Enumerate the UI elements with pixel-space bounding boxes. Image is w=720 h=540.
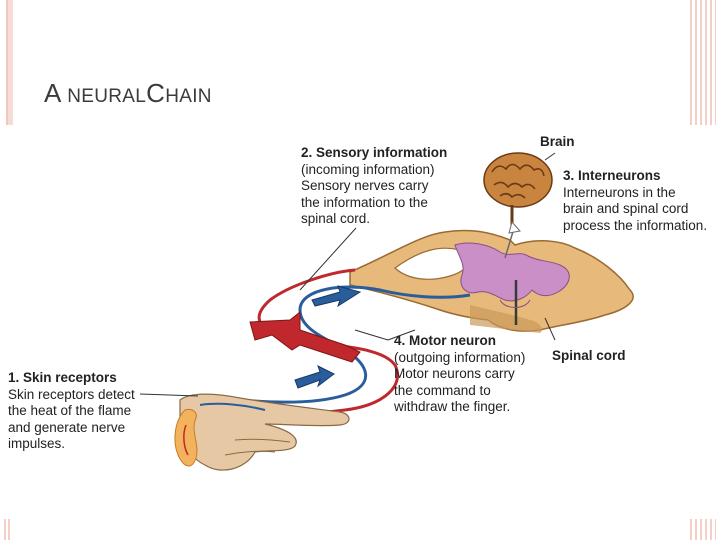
label-motor-neuron: 4. Motor neuron (outgoing information) M… [394, 333, 526, 414]
title-band: A NEURALCHAIN [0, 0, 720, 125]
outgoing-arrow-lower [294, 365, 335, 389]
label-spinal-cord: Spinal cord [552, 348, 626, 363]
incoming-arrow [249, 310, 361, 363]
flame-drawing [174, 409, 198, 467]
outgoing-arrow-upper [311, 285, 362, 308]
hand-drawing [179, 393, 350, 471]
decorative-stripe-bottom-right [690, 519, 716, 540]
slide-title: A NEURALCHAIN [44, 78, 212, 108]
neural-chain-figure: 2. Sensory information (incoming informa… [0, 125, 720, 520]
label-sensory-information: 2. Sensory information (incoming informa… [301, 145, 448, 226]
decorative-stripe-bottom-left [4, 519, 10, 540]
neural-chain-illustration [139, 152, 634, 471]
label-brain: Brain [540, 134, 575, 149]
spinal-cord-drawing [349, 229, 634, 333]
grey-matter [454, 242, 570, 302]
motor-nerve [214, 285, 471, 404]
label-interneurons: 3. Interneurons Interneurons in the brai… [563, 168, 708, 233]
decorative-stripe-left [6, 0, 13, 125]
leader-lines [139, 152, 556, 397]
decorative-stripe-right [690, 0, 716, 125]
label-skin-receptors: 1. Skin receptors Skin receptors detect … [8, 370, 135, 451]
brain-drawing [483, 152, 553, 225]
